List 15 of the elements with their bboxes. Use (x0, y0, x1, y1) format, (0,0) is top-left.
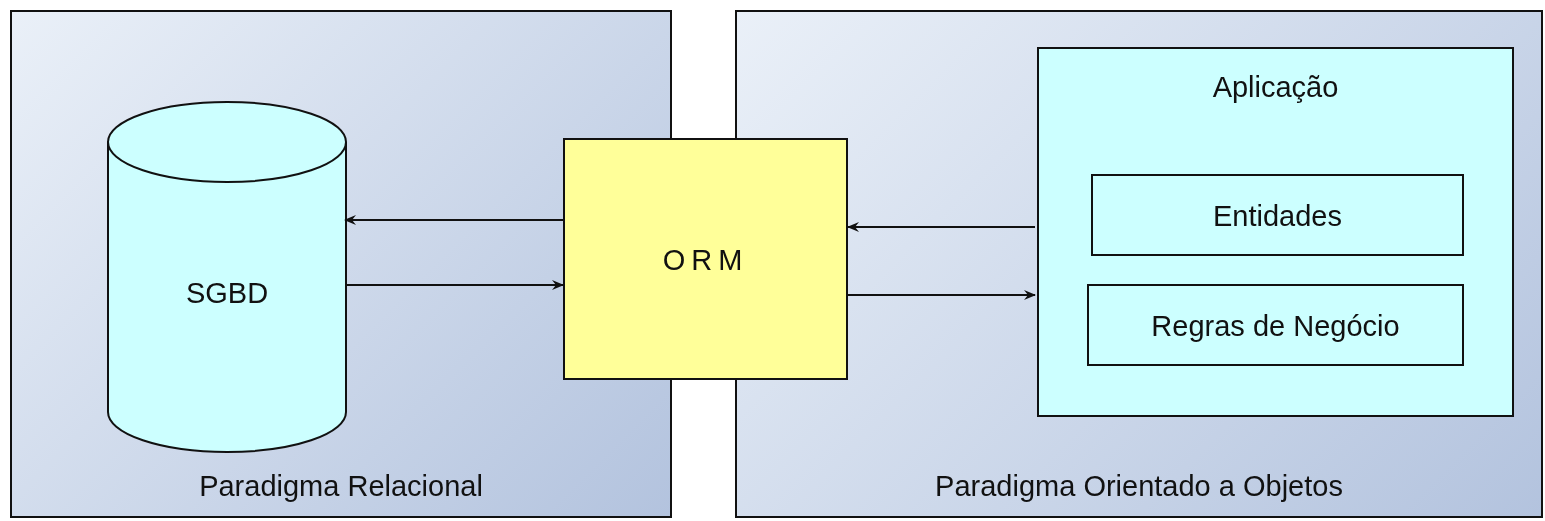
panel-label: Paradigma Orientado a Objetos (934, 470, 1344, 503)
arrow (344, 215, 564, 225)
arrow (847, 290, 1036, 300)
orm-box (563, 138, 848, 380)
box-label: Regras de Negócio (1150, 310, 1401, 343)
database-label: SGBD (184, 277, 270, 310)
box-label: Entidades (1212, 200, 1343, 233)
arrow (847, 222, 1036, 232)
application-box (1037, 47, 1514, 417)
box-label: ORM (661, 244, 750, 277)
arrow (344, 280, 564, 290)
box-title: Aplicação (1211, 71, 1340, 104)
component-box (1091, 174, 1464, 256)
panel-label: Paradigma Relacional (198, 470, 484, 503)
component-box (1087, 284, 1464, 366)
